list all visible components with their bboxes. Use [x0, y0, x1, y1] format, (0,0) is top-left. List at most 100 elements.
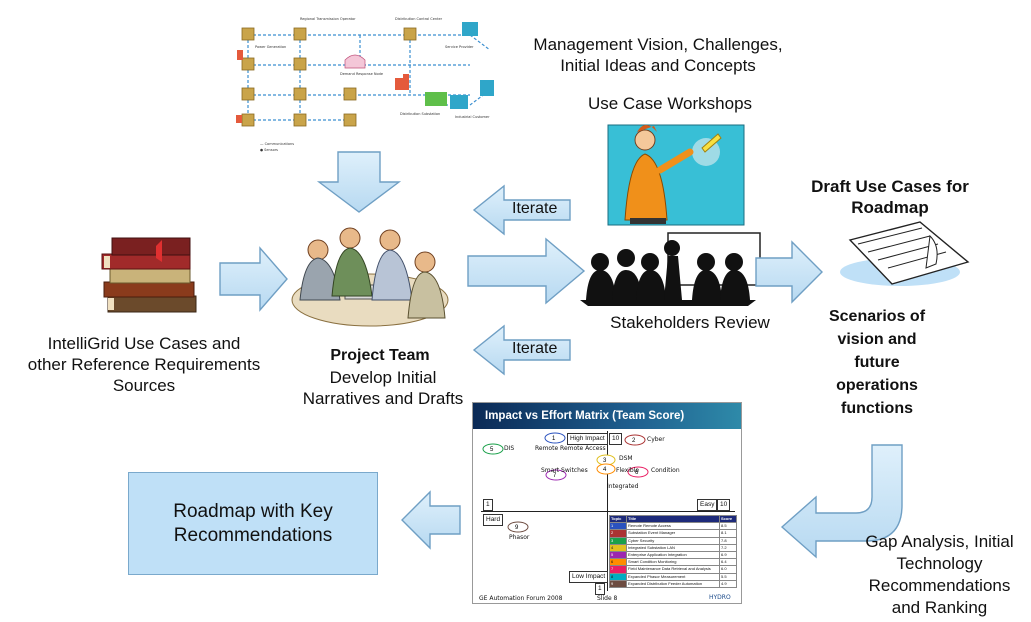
roadmap-label: Roadmap with Key Recommendations [173, 500, 333, 546]
project-team-illustration [291, 227, 449, 327]
row-score: 8.1 [719, 529, 737, 538]
low-impact-score: 1 [595, 583, 605, 595]
svg-text:Power Generation: Power Generation [255, 45, 286, 49]
row-topic: 8 [609, 572, 627, 581]
iterate-arrow-top [472, 184, 571, 236]
arrow-books-to-team [219, 246, 288, 312]
row-score: 7.8 [719, 536, 737, 545]
iterate-label-bottom: Iterate [512, 340, 558, 357]
row-title: Field Maintenance Data Retrieval and Ana… [626, 565, 720, 574]
bubble-7: 7 [545, 469, 567, 481]
row-topic: 5 [609, 550, 627, 560]
matrix-horizontal-axis [481, 511, 735, 512]
row-title: Substation Event Manager [626, 529, 720, 538]
svg-text:Distribution Substation: Distribution Substation [400, 112, 440, 116]
draft-document-illustration [840, 221, 970, 286]
project-team-title: Project Team [330, 347, 430, 364]
gap-analysis-label: Gap Analysis, Initial Technology Recomme… [865, 532, 1014, 617]
iterate-label-top: Iterate [512, 200, 558, 217]
row-topic: 6 [609, 558, 627, 567]
bubble-1: 1 [544, 432, 566, 444]
scenarios-label: Scenarios of vision and future operation… [828, 308, 926, 417]
bubble-9-id: 9 [515, 525, 519, 531]
bubble-label-5: DIS [504, 445, 515, 452]
row-title: Remote Remote Access [626, 522, 720, 531]
row-score: 6.9 [719, 550, 737, 560]
stakeholders-illustration [580, 232, 761, 306]
bubble-7-id: 7 [553, 473, 557, 479]
legend-header-score: Score [719, 514, 737, 524]
bubble-label-8: Integrated [607, 483, 639, 490]
legend-header-title: Title [626, 514, 720, 524]
svg-text:Demand Response Node: Demand Response Node [340, 72, 383, 76]
row-title: Integrated Substation LAN [626, 543, 720, 552]
bubble-6-id: 6 [635, 470, 639, 476]
bubble-label-4: Flexible [616, 467, 640, 474]
bubble-3-id: 3 [603, 458, 607, 464]
bubble-5: 5 [482, 443, 504, 455]
legend-header-topic: Topic [609, 514, 627, 524]
high-impact-label: High Impact [567, 433, 608, 445]
bubble-6: 6 [627, 466, 649, 478]
bubble-label-1: Remote Remote Access [535, 445, 606, 452]
left-score: 1 [483, 499, 493, 511]
row-score: 4.9 [719, 579, 737, 588]
row-title: Enterprise Application Integration [626, 550, 720, 560]
project-team-subtitle: Develop Initial Narratives and Drafts [302, 368, 464, 408]
row-title: Cyber Security [626, 536, 720, 545]
row-topic: 3 [609, 536, 627, 545]
books-illustration [101, 237, 197, 313]
svg-text:Service Provider: Service Provider [445, 45, 474, 49]
management-label: Management Vision, Challenges, Initial I… [533, 35, 783, 75]
slide-footer-left: GE Automation Forum 2008 [479, 595, 563, 602]
bubble-5-id: 5 [490, 447, 494, 453]
row-topic: 7 [609, 565, 627, 574]
grid-network-diagram: Power Generation Regional Transmission O… [235, 8, 505, 158]
svg-text:Regional Transmission Operator: Regional Transmission Operator [300, 17, 356, 21]
row-topic: 1 [609, 522, 627, 531]
down-arrow-to-team [316, 151, 402, 213]
matrix-bubbles: 1 2 5 3 7 4 6 9 [482, 432, 649, 533]
row-title: Expanded Phasor Measurement [626, 572, 720, 581]
iterate-arrow-bottom [472, 324, 571, 376]
row-score: 7.2 [719, 543, 737, 552]
matrix-title: Impact vs Effort Matrix (Team Score) [473, 403, 741, 429]
bubble-label-3: DSM [619, 455, 633, 462]
row-score: 8.5 [719, 522, 737, 531]
bubble-2-id: 2 [632, 438, 636, 444]
bubble-label-9: Phasor [509, 534, 530, 541]
row-topic: 9 [609, 579, 627, 588]
slide-footer-right: HYDRO [709, 594, 731, 601]
stakeholders-label: Stakeholders Review [610, 313, 770, 332]
arrow-team-to-stakeholders [467, 237, 586, 305]
row-title: Expanded Distribution Feeder Automation [626, 579, 720, 588]
bubble-label-2: Cyber [647, 436, 665, 443]
bubble-1-id: 1 [552, 436, 556, 442]
row-score: 6.0 [719, 565, 737, 574]
arrow-matrix-to-roadmap [401, 490, 461, 550]
row-title: Smart Condition Monitoring [626, 558, 720, 567]
impact-effort-matrix-slide: Impact vs Effort Matrix (Team Score) Hig… [472, 402, 742, 604]
bubble-label-7: Smart Switches [541, 467, 588, 474]
bubble-9: 9 [507, 521, 529, 533]
row-topic: 4 [609, 543, 627, 552]
easy-label: Easy [697, 499, 718, 511]
workshops-label: Use Case Workshops [587, 94, 753, 113]
svg-text:● Sensors: ● Sensors [260, 148, 278, 152]
slide-footer-mid: Slide 8 [597, 595, 618, 602]
row-topic: 2 [609, 529, 627, 538]
curved-arrow-to-matrix [780, 444, 903, 559]
bubble-2: 2 [624, 434, 646, 446]
svg-text:— Communications: — Communications [260, 142, 294, 146]
